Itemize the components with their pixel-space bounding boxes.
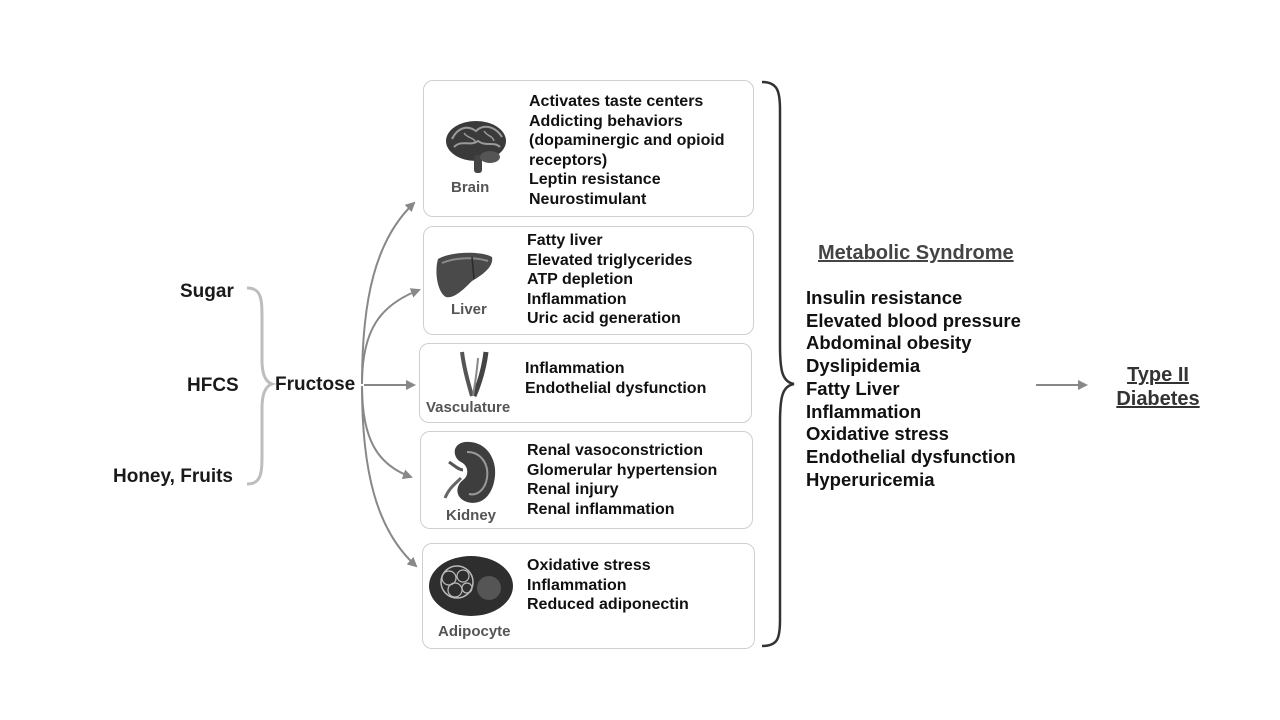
effects-vasculature: Inflammation Endothelial dysfunction [525,359,706,398]
syndrome-item: Fatty Liver [806,377,900,399]
organ-label-adipocyte: Adipocyte [438,623,511,640]
organ-label-vasculature: Vasculature [426,399,511,416]
sources-brace [246,286,277,486]
liver-icon [436,252,493,298]
metabolic-brace [761,80,795,648]
organ-label-brain: Brain [451,179,490,196]
arrow-to-liver [361,288,421,385]
syndrome-item: Oxidative stress [806,423,949,445]
effects-liver: Fatty liver Elevated triglycerides ATP d… [527,231,692,329]
effect-item: Elevated triglycerides [527,251,693,269]
effect-item: Addicting behaviors [529,112,683,130]
syndrome-item: Abdominal obesity [806,332,972,354]
organ-card-kidney: Kidney Renal vasoconstriction Glomerular… [420,431,753,529]
effect-item: Reduced adiponectin [527,596,689,613]
effect-item: Endothelial dysfunction [525,379,707,397]
effect-item: Inflammation [527,290,627,308]
effect-item: Renal injury [527,481,619,498]
effect-item: (dopaminergic and opioid [529,132,725,149]
organ-card-vasculature: Vasculature Inflammation Endothelial dys… [419,343,752,423]
effect-item: receptors) [529,151,608,169]
arrow-to-brain [361,201,416,385]
type-ii-diabetes: Type II Diabetes [1098,363,1218,411]
syndrome-item: Inflammation [806,400,922,422]
outcome-line-2: Diabetes [1116,388,1200,410]
organ-card-brain: Brain Activates taste centers Addicting … [423,80,754,217]
kidney-icon [443,441,496,503]
organ-card-liver: Liver Fatty liver Elevated triglycerides… [423,226,754,335]
effect-item: Glomerular hypertension [527,461,718,479]
arrow-to-kidney [361,385,413,479]
fructose-label: Fructose [275,374,356,395]
metabolic-syndrome-list: Insulin resistance Elevated blood pressu… [806,287,1021,491]
metabolic-syndrome-title: Metabolic Syndrome [818,242,1014,264]
effect-item: Activates taste centers [529,93,704,110]
effect-item: Leptin resistance [529,171,661,188]
adipocyte-icon [429,556,513,616]
source-sugar: Sugar [180,281,234,302]
arrow-to-adipocyte [361,385,418,568]
effect-item: ATP depletion [527,271,634,288]
effect-item: Inflammation [527,576,627,594]
effects-adipocyte: Oxidative stress Inflammation Reduced ad… [527,556,689,615]
effect-item: Renal inflammation [527,500,675,518]
organ-card-adipocyte: Adipocyte Oxidative stress Inflammation … [422,543,755,649]
effects-brain: Activates taste centers Addicting behavi… [529,92,725,209]
syndrome-item: Elevated blood pressure [806,309,1021,331]
brain-icon [446,121,506,173]
syndrome-item: Dyslipidemia [806,355,921,377]
effects-kidney: Renal vasoconstriction Glomerular hypert… [527,441,717,519]
syndrome-item: Hyperuricemia [806,468,935,490]
syndrome-item: Endothelial dysfunction [806,445,1016,467]
effect-item: Inflammation [525,360,625,377]
effect-item: Fatty liver [527,232,603,249]
source-honey-fruits: Honey, Fruits [113,466,233,487]
vasculature-icon [460,351,489,397]
organ-label-kidney: Kidney [446,507,497,524]
syndrome-item: Insulin resistance [806,287,963,308]
effect-item: Renal vasoconstriction [527,442,704,459]
effect-item: Oxidative stress [527,557,651,574]
effect-item: Neurostimulant [529,190,647,208]
organ-label-liver: Liver [451,301,487,318]
source-hfcs: HFCS [187,375,239,396]
effect-item: Uric acid generation [527,310,681,327]
outcome-line-1: Type II [1127,364,1189,386]
